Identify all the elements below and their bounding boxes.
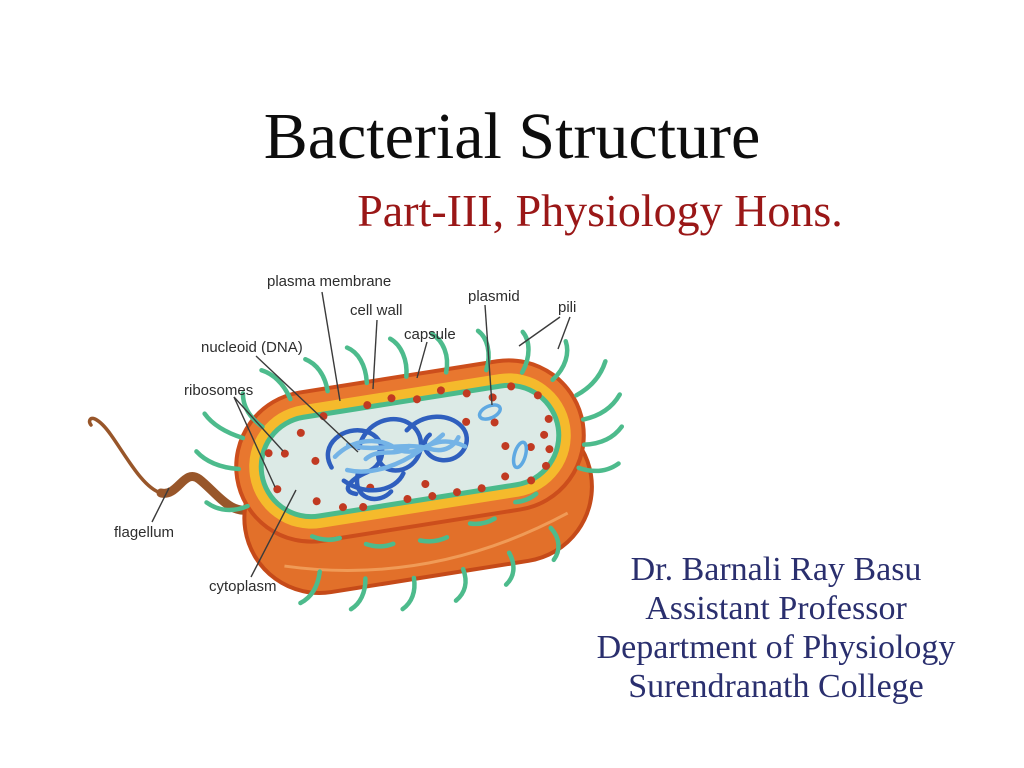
credit-line-name: Dr. Barnali Ray Basu bbox=[630, 551, 922, 588]
label-ribosomes: ribosomes bbox=[184, 382, 254, 399]
label-cytoplasm: cytoplasm bbox=[209, 578, 277, 595]
label-nucleoid: nucleoid (DNA) bbox=[201, 339, 303, 356]
credit-line-department: Department of Physiology bbox=[596, 629, 956, 666]
credits-block: Dr. Barnali Ray Basu Assistant Professor… bbox=[566, 550, 986, 706]
leader-plasmid bbox=[484, 304, 493, 406]
credit-line-designation: Assistant Professor bbox=[645, 590, 907, 627]
leader-flagellum bbox=[151, 487, 170, 523]
label-flagellum: flagellum bbox=[114, 524, 175, 541]
leader-cytoplasm bbox=[250, 489, 297, 578]
leader-nucleoid bbox=[255, 355, 359, 453]
label-cell-wall: cell wall bbox=[350, 302, 403, 319]
slide-title: Bacterial Structure bbox=[263, 100, 761, 173]
credit-line-college: Surendranath College bbox=[628, 668, 924, 705]
nucleoid-dna-tangle bbox=[325, 414, 469, 502]
leader-cell-wall bbox=[372, 319, 378, 390]
bacterium-body bbox=[194, 328, 625, 612]
leader-ribosomes-2 bbox=[233, 396, 276, 488]
plasmid-shapes bbox=[477, 403, 529, 470]
label-pili: pili bbox=[558, 299, 577, 316]
body-side-highlight bbox=[284, 511, 569, 572]
leader-pili-1 bbox=[518, 316, 561, 347]
ribosome-dots bbox=[264, 382, 554, 512]
leader-plasma-membrane bbox=[321, 291, 341, 402]
leader-ribosomes-1 bbox=[233, 396, 284, 452]
label-capsule: capsule bbox=[404, 326, 456, 343]
leader-pili-2 bbox=[557, 316, 571, 350]
label-plasma-membrane: plasma membrane bbox=[267, 273, 392, 290]
leader-capsule bbox=[416, 341, 428, 379]
label-plasmid: plasmid bbox=[468, 288, 520, 305]
slide-subtitle: Part-III, Physiology Hons. bbox=[357, 185, 843, 236]
leader-lines bbox=[151, 291, 571, 578]
